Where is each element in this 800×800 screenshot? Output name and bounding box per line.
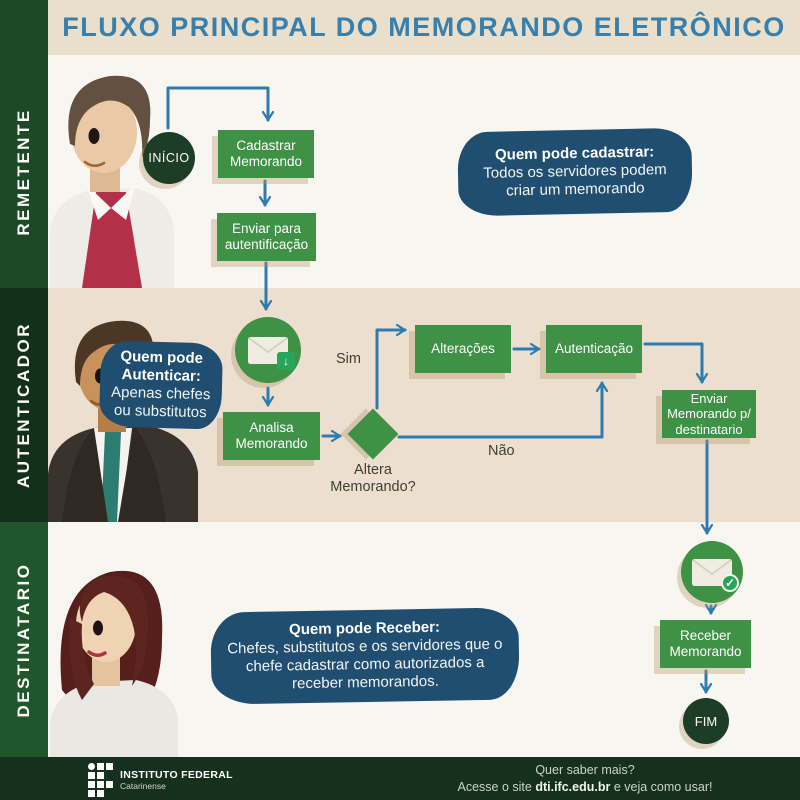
step-cadastrar-memorando: Cadastrar Memorando [218, 130, 314, 178]
callout-body: Chefes, substitutos e os servidores que … [227, 635, 503, 693]
cta-suffix: e veja como usar! [610, 779, 713, 794]
title-band [48, 0, 800, 55]
end-node: FIM [683, 698, 729, 744]
step-autenticacao: Autenticação [546, 325, 642, 373]
sender-avatar [48, 70, 176, 288]
cta-line2: Acesse o site dti.ifc.edu.br e veja como… [410, 779, 760, 796]
logo-text: INSTITUTO FEDERAL Catarinense [120, 769, 233, 791]
decision-label: Altera Memorando? [330, 462, 416, 495]
band-remetente [0, 0, 48, 288]
band-autenticador [0, 288, 48, 522]
no-label: Não [488, 443, 515, 459]
download-arrow-badge: ↓ [277, 351, 295, 370]
org-name: INSTITUTO FEDERAL [120, 769, 233, 781]
step-enviar-para-autentificacao: Enviar para autentificação [217, 213, 316, 261]
mail-check-icon: ✓ [692, 558, 739, 592]
footer-cta: Quer saber mais? Acesse o site dti.ifc.e… [410, 762, 760, 796]
step-enviar-memorando-destinatario: Enviar Memorando p/ destinatario [662, 390, 756, 438]
lane-label-autenticador: AUTENTICADOR [14, 322, 33, 488]
callout-body: Apenas chefes ou substitutos [110, 383, 211, 422]
check-badge: ✓ [721, 573, 739, 592]
cta-prefix: Acesse o site [457, 779, 536, 794]
footer-bar: INSTITUTO FEDERAL Catarinense Quer saber… [0, 757, 800, 800]
cta-site-url: dti.ifc.edu.br [535, 779, 611, 794]
mail-download-icon: ↓ [248, 336, 295, 370]
lane-label-destinatario: DESTINATARIO [14, 562, 33, 718]
cta-line1: Quer saber mais? [535, 763, 635, 777]
step-analisa-memorando: Analisa Memorando [223, 412, 320, 460]
mail-delivered-indicator: ✓ [681, 541, 743, 603]
band-destinatario [0, 522, 48, 757]
callout-body: Todos os servidores podem criar um memor… [483, 161, 667, 200]
page-title: FLUXO PRINCIPAL DO MEMORANDO ELETRÔNICO [62, 12, 786, 42]
callout-quem-pode-autenticar: Quem pode Autenticar: Apenas chefes ou s… [98, 340, 224, 430]
callout-quem-pode-cadastrar: Quem pode cadastrar: Todos os servidores… [457, 127, 693, 217]
mail-received-indicator: ↓ [235, 317, 301, 383]
step-alteracoes: Alterações [415, 325, 511, 373]
instituto-federal-logo: INSTITUTO FEDERAL Catarinense [88, 763, 233, 797]
if-logo-grid-icon [88, 763, 113, 797]
step-receber-memorando: Receber Memorando [660, 620, 751, 668]
yes-label: Sim [336, 351, 361, 367]
start-node: INÍCIO [143, 132, 195, 184]
callout-heading: Quem pode Autenticar: [120, 347, 204, 386]
lane-label-remetente: REMETENTE [14, 108, 33, 236]
org-subname: Catarinense [120, 781, 166, 791]
recipient-avatar [48, 560, 183, 757]
callout-quem-pode-receber: Quem pode Receber: Chefes, substitutos e… [210, 607, 520, 705]
